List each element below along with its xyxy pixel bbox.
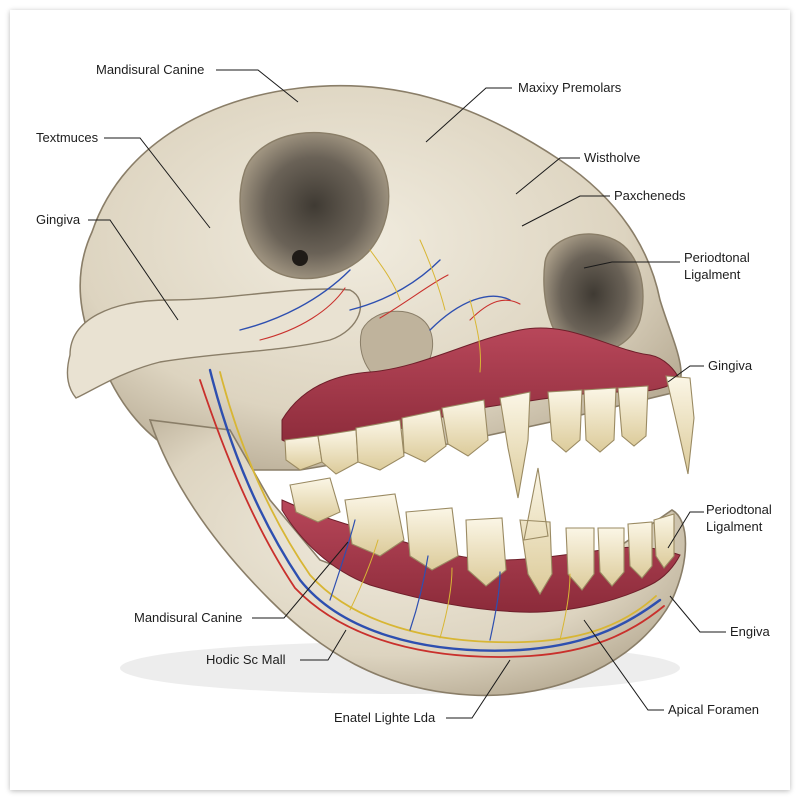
leader-engiva (670, 596, 726, 632)
upper-canine (500, 392, 530, 498)
label-periodtonal-lower-1: Periodtonal (706, 502, 772, 517)
upper-premolar-1 (402, 410, 446, 462)
label-periodtonal-upper-1: Periodtonal (684, 250, 750, 265)
label-hodic-sc-mall: Hodic Sc Mall (206, 652, 286, 667)
label-gingiva-right: Gingiva (708, 358, 753, 373)
label-engiva: Engiva (730, 624, 771, 639)
label-gingiva-left: Gingiva (36, 212, 81, 227)
label-mandisural-canine-bottom: Mandisural Canine (134, 610, 242, 625)
label-periodtonal-upper-2: Ligalment (684, 267, 741, 282)
label-textmuces: Textmuces (36, 130, 99, 145)
label-paxcheneds: Paxcheneds (614, 188, 686, 203)
label-maxixy-premolars: Maxixy Premolars (518, 80, 622, 95)
upper-incisor-1 (548, 390, 582, 452)
upper-premolar-2 (442, 400, 488, 456)
upper-incisor-2 (584, 388, 616, 452)
label-apical-foramen: Apical Foramen (668, 702, 759, 717)
upper-canine-front (666, 376, 694, 474)
upper-molar-3 (356, 420, 404, 470)
label-periodtonal-lower-2: Ligalment (706, 519, 763, 534)
label-enatel-lighte-lda: Enatel Lighte Lda (334, 710, 436, 725)
label-mandisural-canine-top: Mandisural Canine (96, 62, 204, 77)
optic-foramen (292, 250, 308, 266)
label-wistholve: Wistholve (584, 150, 640, 165)
upper-molar-2 (318, 430, 358, 474)
upper-incisor-3 (618, 386, 648, 446)
